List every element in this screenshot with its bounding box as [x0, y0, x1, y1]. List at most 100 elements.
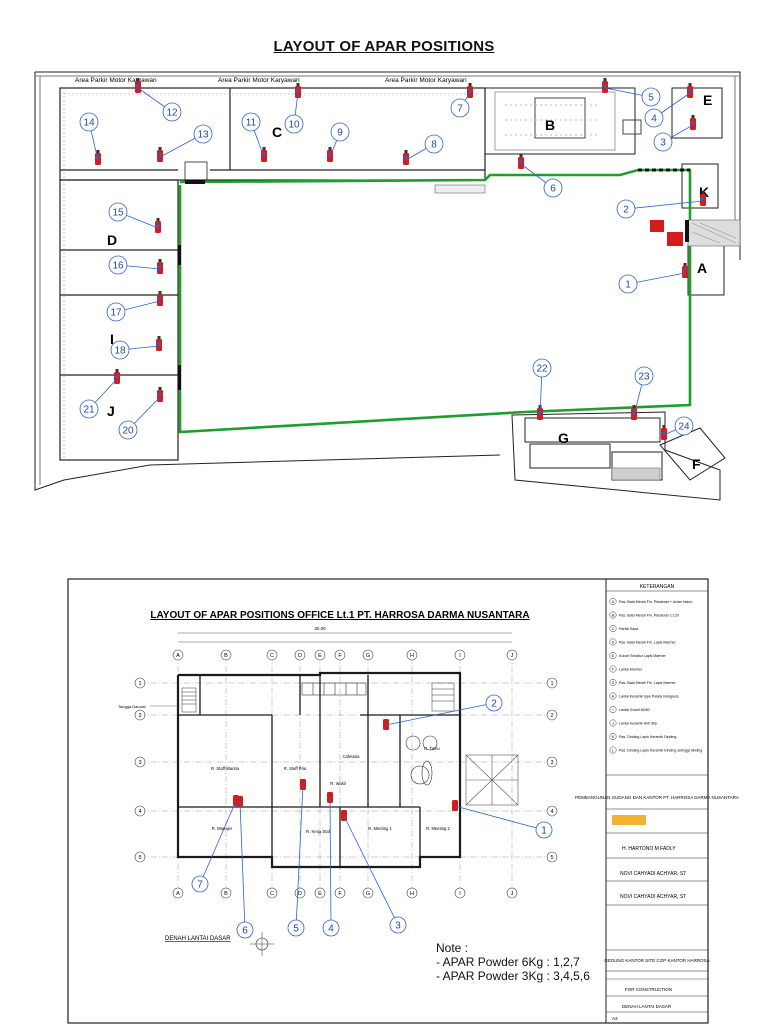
apar-markers: [95, 78, 706, 440]
apar-extinguisher-icon: [327, 792, 333, 803]
sheet-name: DENAH LANTAI DASAR: [622, 1004, 672, 1009]
grid-column-bubble: E: [314, 649, 326, 661]
svg-text:C: C: [270, 891, 274, 897]
grid-column-bubble: D: [294, 887, 306, 899]
svg-text:H: H: [410, 891, 414, 897]
grid-column-bubble: C: [266, 649, 278, 661]
apar-extinguisher-icon: [383, 719, 389, 730]
apar-callout: 23: [631, 366, 654, 416]
zone-label: F: [692, 456, 701, 472]
apar-number: 18: [114, 346, 126, 357]
svg-text:3: 3: [550, 760, 553, 766]
svg-text:H: H: [612, 695, 615, 699]
owner-name: H. HARTONO M FADLY: [622, 846, 676, 852]
room-label: R. Tamu: [424, 746, 440, 751]
room-label: R. Staff Pria: [284, 766, 307, 771]
svg-text:4: 4: [550, 809, 553, 815]
room-label: R. Manajer: [212, 826, 233, 831]
grid-column-bubble: B: [220, 649, 232, 661]
apar-number: 24: [678, 422, 690, 433]
svg-text:Pas. Bata Merah Fin. Lapis Mar: Pas. Bata Merah Fin. Lapis Marmer: [619, 681, 677, 685]
room-label: R. Kerja Staf: [306, 829, 331, 834]
room-label: Cafetaria: [343, 754, 361, 759]
svg-text:Pas. Dinding Lapis Keramik Din: Pas. Dinding Lapis Keramik Dinding: [619, 735, 676, 739]
apar-number: 4: [651, 114, 657, 125]
svg-text:G: G: [366, 653, 370, 659]
apar-callout: 4: [322, 797, 340, 937]
legend-heading: KETERANGAN: [640, 584, 675, 590]
apar-number: 15: [112, 208, 124, 219]
apar-number: 10: [288, 120, 300, 131]
grid-row-bubble: 3: [546, 756, 558, 768]
apar-number: 1: [541, 826, 547, 837]
apar-extinguisher-icon: [452, 800, 458, 811]
zone-label: I: [110, 331, 114, 347]
apar-callout: 22: [532, 358, 552, 416]
apar-callout: 3: [343, 815, 407, 934]
svg-text:F: F: [612, 668, 615, 672]
apar-callout: 16: [108, 255, 162, 275]
grid-column-bubble: F: [334, 649, 346, 661]
apar-number: 11: [246, 118, 257, 129]
grid-column-bubble: J: [506, 887, 518, 899]
svg-text:G: G: [612, 681, 615, 685]
svg-text:H: H: [410, 653, 414, 659]
drawing-title: GEDUNG KANTOR SITE CGP KANTOR HARROSA: [604, 958, 709, 963]
apar-number: 14: [83, 118, 95, 129]
grid-column-bubble: J: [506, 649, 518, 661]
apar-callout: 4: [644, 89, 692, 128]
apar-number: 2: [491, 699, 497, 710]
apar-number: 13: [197, 130, 209, 141]
legend-item: L Pas. Dinding Lapis Keramik Dinding seti…: [609, 746, 702, 754]
apar-number: 9: [337, 128, 343, 139]
page-title: LAYOUT OF APAR POSITIONS: [273, 38, 495, 55]
legend-item: G Pas. Bata Merah Fin. Lapis Marmer: [609, 679, 677, 686]
office-drawing-sheet: KETERANGAN A Pas. Bata Merah Fin. Plester…: [67, 578, 739, 1024]
apar-number: 17: [110, 308, 122, 319]
apar-number: 3: [660, 138, 666, 149]
svg-text:2: 2: [138, 713, 141, 719]
svg-text:Kolom Struktur Lapis Marmer: Kolom Struktur Lapis Marmer: [619, 654, 667, 658]
apar-number: 21: [83, 405, 95, 416]
apar-callout: 17: [106, 297, 162, 322]
svg-text:Pas. Bata Merah Fin. Plesteran: Pas. Bata Merah Fin. Plesteran + Acian H…: [619, 600, 692, 604]
zone-label: G: [558, 430, 569, 446]
apar-number: 7: [457, 104, 463, 115]
parking-label: Area Parkir Motor Karyawan: [75, 77, 157, 84]
zone-label: C: [272, 124, 282, 140]
apar-callout: 6: [518, 160, 563, 198]
apar-callout: 5: [602, 84, 661, 107]
apar-callout: 2: [385, 694, 503, 726]
grid-row-bubble: 5: [134, 851, 146, 863]
svg-text:J: J: [511, 653, 514, 659]
apar-callout: 5: [287, 784, 305, 937]
svg-text:D: D: [298, 653, 302, 659]
plan-caption: DENAH LANTAI DASAR: [165, 936, 231, 942]
apar-extinguisher-icon: [233, 795, 239, 806]
grid-row-bubble: 1: [134, 677, 146, 689]
grid-row-bubble: 4: [546, 805, 558, 817]
svg-text:L: L: [612, 749, 614, 753]
svg-text:A: A: [612, 600, 615, 604]
apar-callout: 7: [191, 800, 237, 893]
apar-number: 5: [648, 93, 654, 104]
grid-row-bubble: 1: [546, 677, 558, 689]
zone-label: E: [703, 92, 712, 108]
zone-label: A: [697, 260, 707, 276]
svg-text:Lantai Keramik Anti Slip: Lantai Keramik Anti Slip: [619, 722, 657, 726]
svg-text:Lantai Marmer: Lantai Marmer: [619, 668, 643, 672]
svg-text:Pas. Dinding Lapis Keramik Din: Pas. Dinding Lapis Keramik Dinding setin…: [619, 749, 702, 753]
apar-callout: 9: [327, 122, 350, 158]
room-label: R. Staff Wanita: [211, 766, 240, 771]
svg-text:I: I: [459, 891, 461, 897]
apar-number: 8: [431, 140, 437, 151]
zone-label: J: [107, 403, 115, 419]
apar-callout: 3: [653, 121, 695, 152]
grid-row-bubble: 2: [546, 709, 558, 721]
room-label: R. Meeting 2: [426, 826, 450, 831]
grid-column-bubble: B: [220, 887, 232, 899]
